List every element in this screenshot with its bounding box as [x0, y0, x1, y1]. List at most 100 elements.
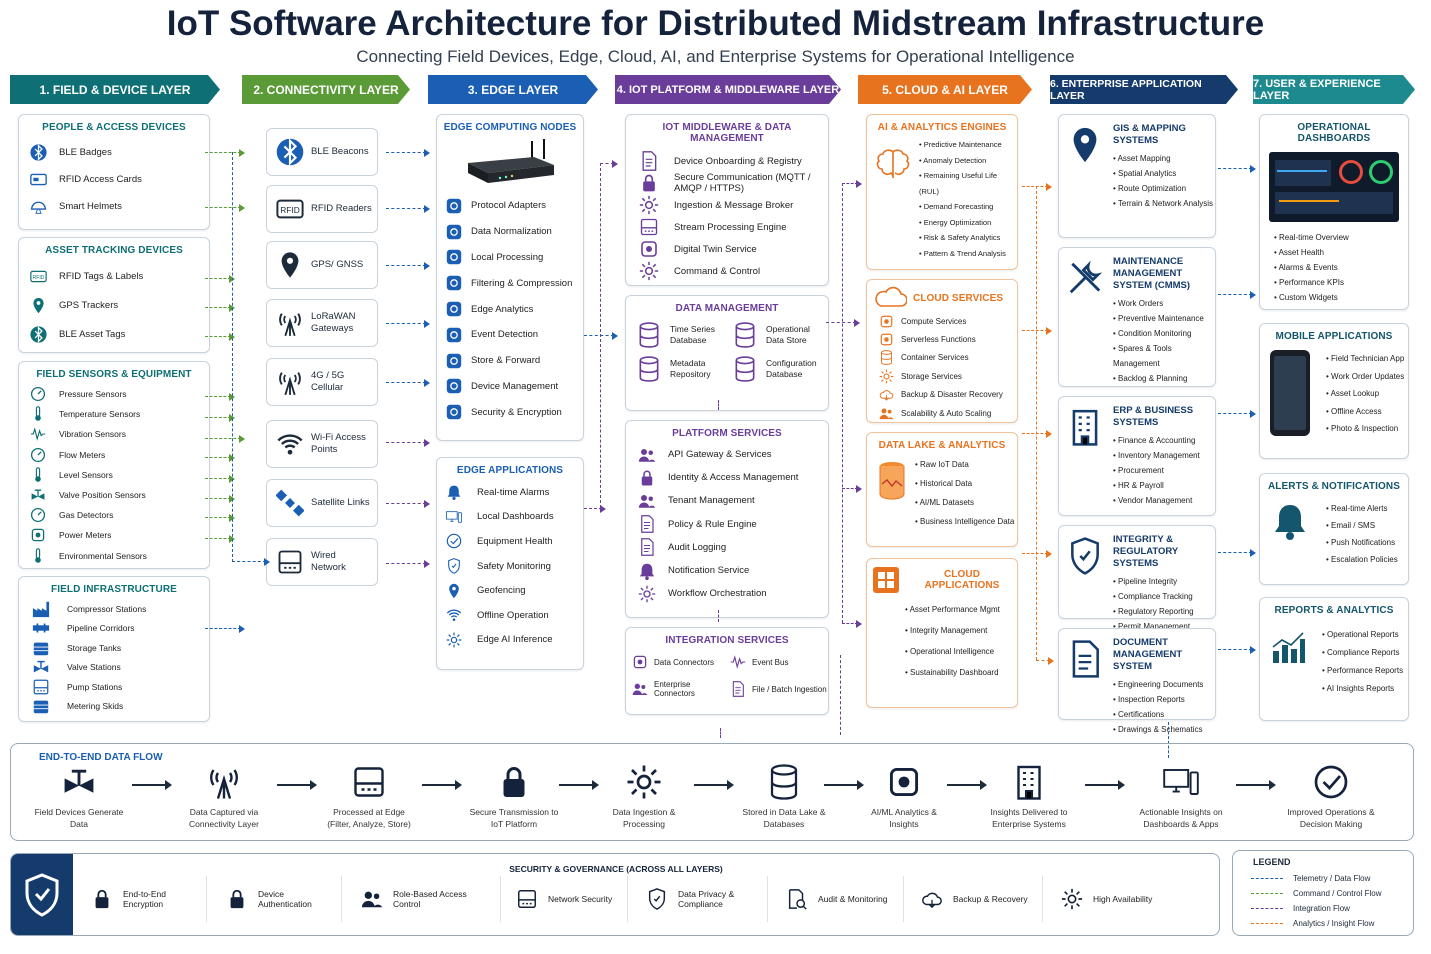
connector-arrow — [1218, 294, 1252, 295]
arrowhead — [424, 378, 430, 387]
item-label: Device Onboarding & Registry — [674, 155, 802, 167]
connector-arrow — [386, 382, 426, 383]
square-icon — [445, 327, 463, 343]
list-item-digital-twin-service: Digital Twin Service — [636, 238, 828, 260]
integration-label: File / Batch Ingestion — [752, 684, 827, 694]
arrowhead — [1046, 182, 1052, 191]
gauge-icon — [27, 386, 49, 402]
field-sensors-card: FIELD SENSORS & EQUIPMENT Pressure Senso… — [18, 361, 210, 569]
page-subtitle: Connecting Field Devices, Edge, Cloud, A… — [356, 47, 1075, 66]
list-item-level-sensors: Level Sensors — [27, 465, 209, 485]
flow-step-label: Data Captured via Connectivity Layer — [189, 807, 259, 829]
legend-label: Telemetry / Data Flow — [1293, 874, 1371, 883]
conn-node-4g-5g-cellular: 4G / 5G Cellular — [266, 358, 378, 406]
connector-arrow — [205, 438, 241, 439]
flow-step-3: Processed at Edge (Filter, Analyze, Stor… — [309, 762, 429, 830]
security-item-label: Network Security — [548, 894, 613, 904]
connector-arrow — [600, 163, 614, 164]
connector-arrow — [1022, 186, 1048, 187]
conn-node-label: BLE Beacons — [311, 146, 369, 157]
list-item-edge-analytics: Edge Analytics — [445, 296, 583, 322]
people-icon — [636, 446, 658, 464]
bullet-item: Compliance Reports — [1322, 644, 1403, 662]
item-label: Serverless Functions — [901, 335, 976, 345]
item-label: Secure Communication (MQTT / AMQP / HTTP… — [674, 172, 811, 194]
connector-arrow — [205, 336, 231, 337]
wave-icon — [27, 426, 49, 442]
connector-arrow — [842, 623, 858, 624]
bullet-item: Remaining Useful Life (RUL) — [919, 168, 1017, 199]
connector-line — [718, 400, 719, 410]
bullet-item: Push Notifications — [1326, 534, 1398, 551]
flow-step-8: Insights Delivered to Enterprise Systems — [969, 762, 1089, 830]
connector-arrow — [1218, 168, 1252, 169]
bullet-item: Pattern & Trend Analysis — [919, 246, 1017, 262]
people-icon — [632, 681, 648, 697]
security-item-label: Audit & Monitoring — [818, 894, 888, 904]
enterprise-erp-card: ERP & BUSINESS SYSTEMSFinance & Accounti… — [1058, 396, 1216, 516]
doc-icon — [636, 515, 658, 534]
arrowhead — [1250, 290, 1256, 299]
people-icon — [877, 406, 895, 421]
satellite-icon — [275, 488, 305, 518]
list-item-filtering-compression: Filtering & Compression — [445, 270, 583, 296]
end-to-end-flow-panel: END-TO-END DATA FLOW Field Devices Gener… — [10, 743, 1414, 841]
connector-arrow — [205, 278, 231, 279]
building-icon — [1007, 762, 1051, 802]
arrowhead — [1046, 429, 1052, 438]
item-label: Command & Control — [674, 265, 761, 277]
field-sensors-heading: FIELD SENSORS & EQUIPMENT — [36, 369, 192, 380]
arrowhead — [612, 159, 618, 168]
connector-arrow — [386, 208, 426, 209]
integration-event-bus: Event Bus — [730, 654, 828, 670]
flow-arrow — [131, 780, 172, 790]
bell-icon — [1270, 500, 1310, 544]
flow-heading: END-TO-END DATA FLOW — [39, 752, 163, 763]
data-store-label: Metadata Repository — [670, 358, 711, 379]
bullet-item: Operational Reports — [1322, 626, 1403, 644]
integration-data-connectors: Data Connectors — [632, 654, 730, 670]
connector-arrow — [1022, 553, 1048, 554]
doc-icon — [636, 538, 658, 557]
wifi-icon — [445, 607, 463, 623]
bullet-item: AI/ML Datasets — [915, 493, 1014, 512]
doc-icon — [730, 681, 746, 697]
alerts-card: ALERTS & NOTIFICATIONS Real-time AlertsE… — [1259, 473, 1409, 585]
bullet-item: Drawings & Schematics — [1113, 722, 1215, 737]
list-item-api-gateway-services: API Gateway & Services — [636, 443, 828, 466]
list-item-storage-services: Storage Services — [877, 367, 1017, 385]
field-infra-heading: FIELD INFRASTRUCTURE — [51, 584, 177, 595]
server-icon — [27, 678, 55, 696]
security-item-label: High Availability — [1093, 894, 1153, 904]
bullet-item: Spares & Tools Management — [1113, 341, 1215, 371]
item-label: Metering Skids — [67, 701, 124, 712]
arrowhead — [424, 204, 430, 213]
shield-icon — [1065, 534, 1105, 578]
middleware-heading: IOT MIDDLEWARE & DATA MANAGEMENT — [662, 122, 792, 144]
conn-node-wi-fi-access-points: Wi-Fi Access Points — [266, 420, 378, 468]
doc-icon — [636, 151, 662, 171]
people-icon — [359, 886, 385, 912]
connector-arrow — [205, 457, 231, 458]
connector-arrow — [584, 508, 602, 509]
enterprise-gis-heading: GIS & MAPPING SYSTEMS — [1113, 123, 1186, 146]
list-item-protocol-adapters: Protocol Adapters — [445, 193, 583, 219]
list-item-pipeline-corridors: Pipeline Corridors — [27, 619, 209, 639]
data-lake-card: DATA LAKE & ANALYTICS Raw IoT DataHistor… — [866, 432, 1018, 547]
security-item-device-authentication: Device Authentication — [216, 876, 342, 922]
list-item-serverless-functions: Serverless Functions — [877, 330, 1017, 348]
arrowhead — [1046, 326, 1052, 335]
item-label: Ingestion & Message Broker — [674, 199, 794, 211]
item-label: Local Dashboards — [477, 511, 554, 523]
edge-layer-banner: 3. EDGE LAYER — [428, 75, 598, 104]
bullet-item: Asset Mapping — [1113, 151, 1215, 166]
thermo-icon — [27, 547, 49, 564]
security-item-high-availability: High Availability — [1051, 876, 1191, 922]
arrowhead — [856, 619, 862, 628]
database-icon — [732, 322, 758, 348]
